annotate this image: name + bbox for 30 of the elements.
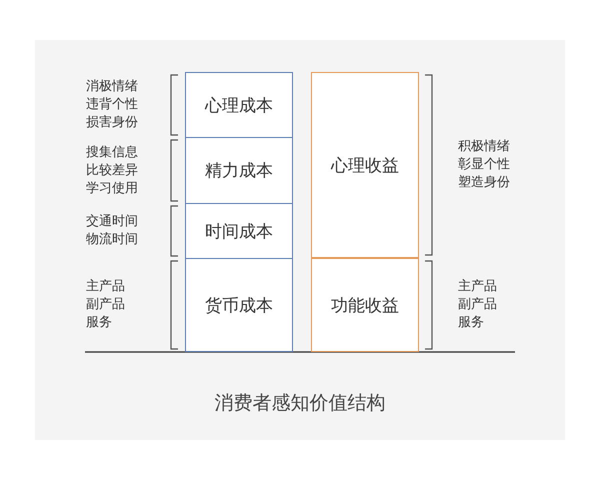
side-note: 交通时间 xyxy=(86,213,139,231)
side-note: 消极情绪 xyxy=(86,78,139,96)
box-label: 精力成本 xyxy=(205,160,273,182)
cost-box xyxy=(311,72,419,258)
side-note: 损害身份 xyxy=(86,114,139,132)
side-note: 比较差异 xyxy=(86,162,139,180)
cost-box xyxy=(311,258,419,352)
box-label: 货币成本 xyxy=(205,294,273,316)
side-note: 彰显个性 xyxy=(458,156,511,174)
box-label: 功能收益 xyxy=(331,294,399,316)
cost-box xyxy=(185,137,293,204)
cost-box xyxy=(185,203,293,259)
side-note: 副产品 xyxy=(86,296,126,314)
box-label: 心理成本 xyxy=(205,94,273,116)
cost-box xyxy=(185,72,293,138)
side-note: 违背个性 xyxy=(86,96,139,114)
cost-box xyxy=(185,258,293,352)
side-note: 积极情绪 xyxy=(458,138,511,156)
side-note: 塑造身份 xyxy=(458,174,511,192)
caption: 消费者感知价值结构 xyxy=(214,391,386,416)
side-note: 搜集信息 xyxy=(86,144,139,162)
box-label: 心理收益 xyxy=(331,154,399,176)
box-label: 时间成本 xyxy=(205,220,273,242)
side-note: 主产品 xyxy=(458,278,498,296)
side-note: 主产品 xyxy=(86,278,126,296)
side-note: 服务 xyxy=(458,314,485,332)
side-note: 学习使用 xyxy=(86,180,139,198)
side-note: 副产品 xyxy=(458,296,498,314)
side-note: 物流时间 xyxy=(86,231,139,249)
side-note: 服务 xyxy=(86,314,113,332)
